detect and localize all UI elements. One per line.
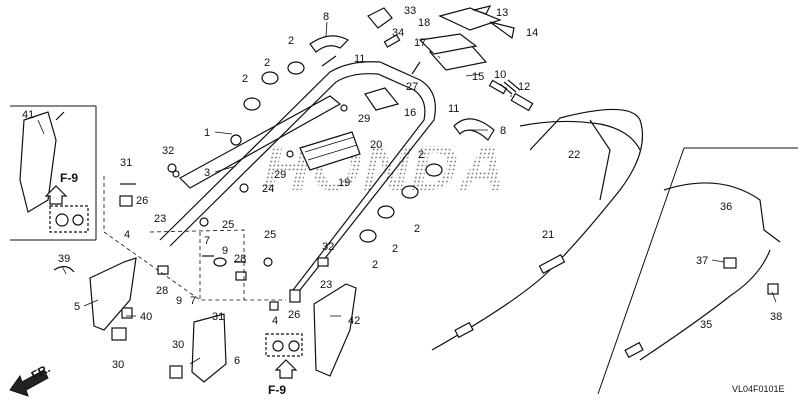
left-panel-frame	[10, 105, 97, 241]
callout-2f: 2	[392, 243, 398, 255]
callout-3: 3	[204, 167, 210, 179]
springs	[213, 61, 521, 267]
callout-21: 21	[542, 229, 554, 241]
callout-31b: 31	[212, 311, 224, 323]
callout-1: 1	[204, 127, 210, 139]
callout-33: 33	[404, 5, 416, 17]
callout-7b: 7	[190, 295, 196, 307]
misc-fasteners	[111, 34, 779, 379]
lower-handle-bar	[179, 95, 342, 189]
callout-11a: 11	[354, 53, 365, 65]
callout-28a: 28	[156, 285, 168, 297]
front-direction-arrow: FR.	[9, 361, 52, 397]
callout-34: 34	[392, 27, 404, 39]
callout-23b: 23	[320, 279, 332, 291]
callout-6: 6	[234, 355, 240, 367]
callout-25b: 25	[264, 229, 276, 241]
callout-39: 39	[58, 253, 70, 265]
callout-28b: 28	[234, 253, 246, 265]
callout-22: 22	[568, 149, 580, 161]
callout-26a: 26	[136, 195, 148, 207]
callout-35: 35	[700, 319, 712, 331]
callout-24: 24	[262, 183, 274, 195]
right-lower-bracket	[313, 283, 357, 377]
callout-8a: 8	[323, 11, 329, 23]
handle-frame	[159, 61, 436, 295]
callout-2e: 2	[414, 223, 420, 235]
callout-42: 42	[348, 315, 360, 327]
callout-41: 41	[22, 109, 34, 121]
callout-23a: 23	[154, 213, 166, 225]
grip-cross-bar	[299, 131, 361, 171]
callouts: 1 2 2 2 2 3 4 4 5 6 7 7 8 8 9 9 10 11 11…	[22, 5, 782, 371]
callout-25a: 25	[222, 219, 234, 231]
lever-16	[364, 87, 400, 111]
cables	[431, 108, 781, 361]
callout-4a: 4	[124, 229, 130, 241]
callout-2d: 2	[418, 149, 424, 161]
callout-30b: 30	[172, 339, 184, 351]
switch-parts-top	[367, 5, 515, 71]
callout-7a: 7	[204, 235, 210, 247]
callout-2b: 2	[264, 57, 270, 69]
callout-20: 20	[370, 139, 382, 151]
callout-32b: 32	[322, 241, 334, 253]
left-panel-parts	[19, 111, 89, 233]
figure-ref-bottom: F-9	[268, 383, 286, 397]
callout-31a: 31	[120, 157, 132, 169]
leader-lines	[37, 21, 777, 365]
callout-27: 27	[406, 81, 418, 93]
callout-13: 13	[496, 7, 508, 19]
callout-40: 40	[140, 311, 152, 323]
callout-38: 38	[770, 311, 782, 323]
right-panel-frame	[597, 147, 798, 395]
callout-5: 5	[74, 301, 80, 313]
callout-2a: 2	[288, 35, 294, 47]
callout-12: 12	[518, 81, 530, 93]
callout-19: 19	[338, 177, 350, 189]
callout-8b: 8	[500, 125, 506, 137]
callout-4b: 4	[272, 315, 278, 327]
diagram-code: VL04F0101E	[732, 384, 785, 394]
dashed-groups	[103, 176, 286, 301]
callout-16: 16	[404, 107, 416, 119]
callout-2g: 2	[372, 259, 378, 271]
callout-2c: 2	[242, 73, 248, 85]
callout-30a: 30	[112, 359, 124, 371]
callout-26b: 26	[288, 309, 300, 321]
callout-18: 18	[418, 17, 430, 29]
callout-29b: 29	[358, 113, 370, 125]
callout-15: 15	[472, 71, 484, 83]
callout-10: 10	[494, 69, 506, 81]
callout-36: 36	[720, 201, 732, 213]
callout-9b: 9	[176, 295, 182, 307]
callout-32a: 32	[162, 145, 174, 157]
callout-14: 14	[526, 27, 538, 39]
callout-37: 37	[696, 255, 708, 267]
figure-ref-top: F-9	[60, 171, 78, 185]
callout-11b: 11	[448, 103, 459, 115]
callout-17: 17	[414, 37, 426, 49]
callout-29a: 29	[274, 169, 286, 181]
lower-left-brackets	[53, 257, 303, 383]
callout-9a: 9	[222, 245, 228, 257]
